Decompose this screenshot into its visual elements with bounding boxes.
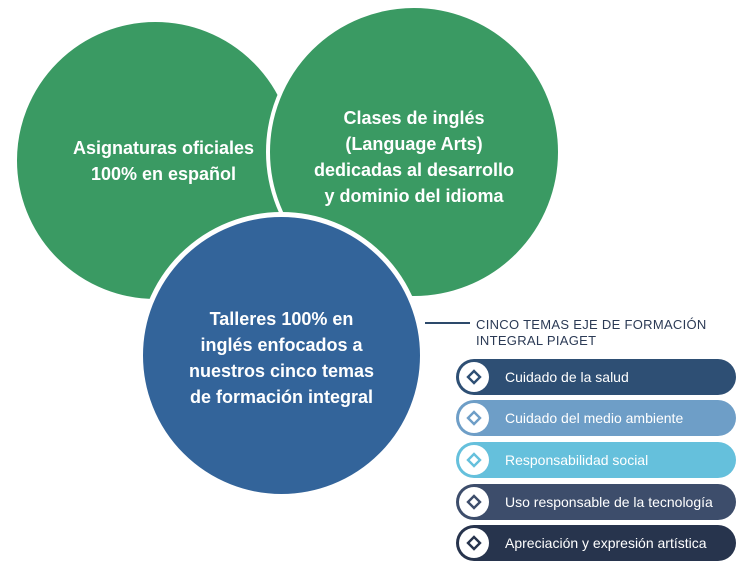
diamond-icon bbox=[459, 445, 489, 475]
diamond-icon bbox=[459, 487, 489, 517]
topic-environment: Cuidado del medio ambiente bbox=[456, 400, 736, 436]
topic-label: Apreciación y expresión artística bbox=[505, 535, 707, 551]
topic-technology: Uso responsable de la tecnología bbox=[456, 484, 736, 520]
diamond-icon bbox=[459, 362, 489, 392]
topic-label: Uso responsable de la tecnología bbox=[505, 494, 713, 510]
circle-official-subjects-text: Asignaturas oficiales 100% en español bbox=[72, 137, 255, 184]
topic-social-responsibility: Responsabilidad social bbox=[456, 442, 736, 478]
connector-line bbox=[425, 322, 470, 324]
circle-english-classes-text: Clases de inglés (Language Arts) dedicad… bbox=[313, 108, 515, 206]
topics-title: CINCO TEMAS EJE DE FORMACIÓN INTEGRAL PI… bbox=[476, 317, 707, 348]
topic-art: Apreciación y expresión artística bbox=[456, 525, 736, 561]
topic-label: Cuidado del medio ambiente bbox=[505, 410, 684, 426]
circle-english-workshops-text: Talleres 100% en inglés enfocados a nues… bbox=[188, 308, 375, 407]
circle-english-workshops: Talleres 100% en inglés enfocados a nues… bbox=[138, 212, 425, 499]
diamond-icon bbox=[459, 528, 489, 558]
topic-health: Cuidado de la salud bbox=[456, 359, 736, 395]
topic-label: Cuidado de la salud bbox=[505, 369, 629, 385]
topic-label: Responsabilidad social bbox=[505, 452, 649, 468]
diamond-icon bbox=[459, 403, 489, 433]
circle-official-subjects: Asignaturas oficiales 100% en español bbox=[13, 18, 298, 303]
